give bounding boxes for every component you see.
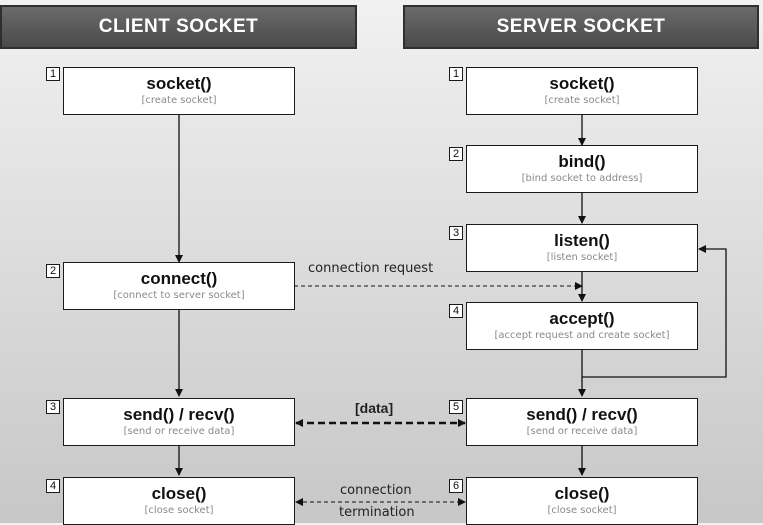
server-step-number: 2 xyxy=(449,147,463,161)
client-step-send-recv-desc: [send or receive data] xyxy=(123,426,235,437)
server-step-send-recv: send() / recv() [send or receive data] xyxy=(466,398,698,446)
server-step-listen-desc: [listen socket] xyxy=(546,252,618,263)
data-label: [data] xyxy=(355,400,394,416)
client-step-close-func: close() xyxy=(151,484,207,503)
server-step-close-desc: [close socket] xyxy=(547,505,617,516)
server-step-socket-desc: [create socket] xyxy=(544,95,620,106)
client-step-number: 4 xyxy=(46,479,60,493)
server-loop-back-arrow xyxy=(582,245,727,378)
client-step-send-recv: send() / recv() [send or receive data] xyxy=(63,398,295,446)
client-step-connect: connect() [connect to server socket] xyxy=(63,262,295,310)
server-socket-header: SERVER SOCKET xyxy=(403,5,759,49)
server-step-send-recv-desc: [send or receive data] xyxy=(526,426,638,437)
client-step-connect-desc: [connect to server socket] xyxy=(113,290,245,301)
server-step-number: 3 xyxy=(449,226,463,240)
termination-label: termination xyxy=(339,505,415,520)
server-step-number: 6 xyxy=(449,479,463,493)
client-step-socket-desc: [create socket] xyxy=(141,95,217,106)
client-step-close-desc: [close socket] xyxy=(144,505,214,516)
server-step-bind-func: bind() xyxy=(558,152,606,171)
server-step-socket-func: socket() xyxy=(549,74,615,93)
server-step-accept-func: accept() xyxy=(549,309,615,328)
server-step-listen: listen() [listen socket] xyxy=(466,224,698,272)
server-step-number: 4 xyxy=(449,304,463,318)
client-step-number: 1 xyxy=(46,67,60,81)
server-step-bind-desc: [bind socket to address] xyxy=(521,173,643,184)
client-step-connect-func: connect() xyxy=(140,269,218,288)
server-step-close-func: close() xyxy=(554,484,610,503)
client-step-socket: socket() [create socket] xyxy=(63,67,295,115)
server-step-accept: accept() [accept request and create sock… xyxy=(466,302,698,350)
client-socket-header: CLIENT SOCKET xyxy=(0,5,357,49)
server-step-listen-func: listen() xyxy=(554,231,610,250)
client-step-number: 3 xyxy=(46,400,60,414)
connection-label: connection xyxy=(340,483,412,498)
client-step-number: 2 xyxy=(46,264,60,278)
server-step-accept-desc: [accept request and create socket] xyxy=(494,330,670,341)
client-step-close: close() [close socket] xyxy=(63,477,295,525)
client-step-send-recv-func: send() / recv() xyxy=(123,405,235,424)
connection-request-label: connection request xyxy=(308,261,434,276)
server-step-bind: bind() [bind socket to address] xyxy=(466,145,698,193)
server-step-number: 5 xyxy=(449,400,463,414)
client-step-socket-func: socket() xyxy=(146,74,212,93)
server-step-send-recv-func: send() / recv() xyxy=(526,405,638,424)
server-step-close: close() [close socket] xyxy=(466,477,698,525)
server-step-number: 1 xyxy=(449,67,463,81)
server-step-socket: socket() [create socket] xyxy=(466,67,698,115)
